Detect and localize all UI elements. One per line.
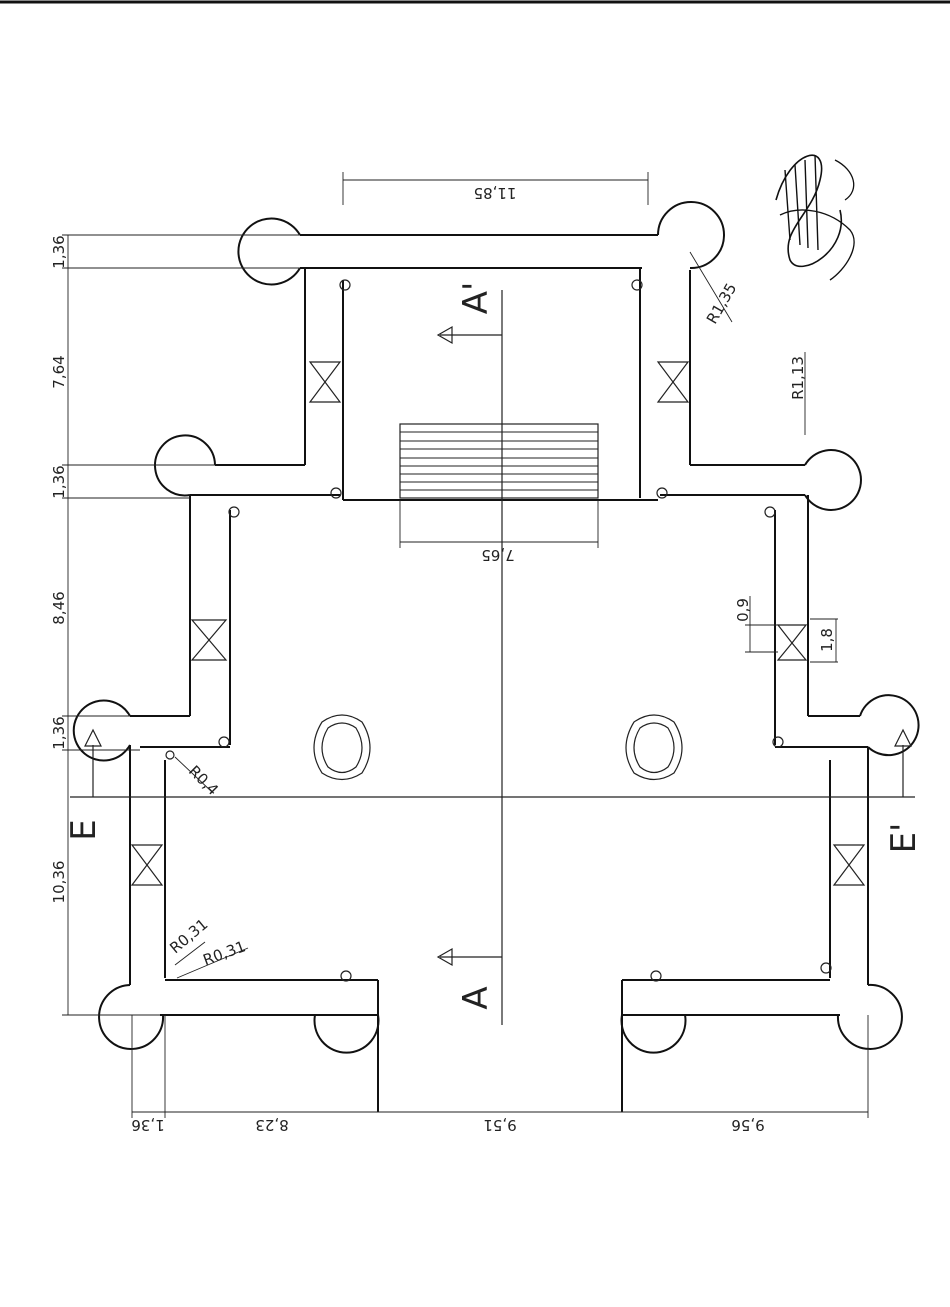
section-lines: [70, 290, 915, 1025]
upper-wing-walls: [215, 234, 805, 501]
dim-bottom-right: 9,56: [731, 1116, 764, 1134]
lower-wing-walls: [129, 745, 869, 1112]
dim-left-middle: 8,46: [50, 591, 68, 624]
dimension-lines: [62, 172, 869, 1118]
wall-notches: [165, 279, 832, 982]
dim-left-lower-tower: 1,36: [50, 716, 68, 749]
dimension-labels: 11,85 7,65 1,36 8,23 9,51 9,56 1,36 7,64…: [50, 184, 836, 1134]
dim-door-width: 0,9: [734, 598, 752, 622]
dim-left-lower: 10,36: [50, 861, 68, 904]
section-mark-labels: A A' E E': [64, 282, 924, 1010]
columns: [313, 714, 683, 781]
dim-bottom-left-wall: 8,23: [255, 1116, 288, 1134]
upper-towers: [154, 201, 862, 511]
section-e-prime-label: E': [884, 823, 924, 854]
section-a-label: A: [456, 986, 496, 1009]
lower-towers: [98, 983, 903, 1054]
section-a-prime-label: A': [456, 282, 496, 315]
radius-small-1: R0,4: [185, 762, 222, 799]
dim-left-top-tower: 1,36: [50, 235, 68, 268]
dim-left-upper-wing: 7,64: [50, 355, 68, 388]
dim-top-width: 11,85: [474, 184, 517, 202]
dim-bottom-left-tower: 1,36: [131, 1116, 164, 1134]
radius-small-3: R0,31: [201, 937, 248, 969]
middle-wing-walls: [130, 494, 868, 748]
dim-bottom-center: 9,51: [483, 1116, 516, 1134]
radius-right: R1,13: [789, 356, 807, 400]
wall-openings: [130, 361, 866, 886]
dim-door-depth: 1,8: [818, 628, 836, 652]
staircase: [399, 423, 599, 499]
dim-left-mid-tower: 1,36: [50, 465, 68, 498]
radius-top-right: R1,35: [703, 280, 741, 327]
dim-stair-width: 7,65: [481, 546, 514, 564]
middle-towers: [72, 694, 920, 762]
signature: [775, 154, 855, 281]
section-e-label: E: [64, 819, 104, 840]
